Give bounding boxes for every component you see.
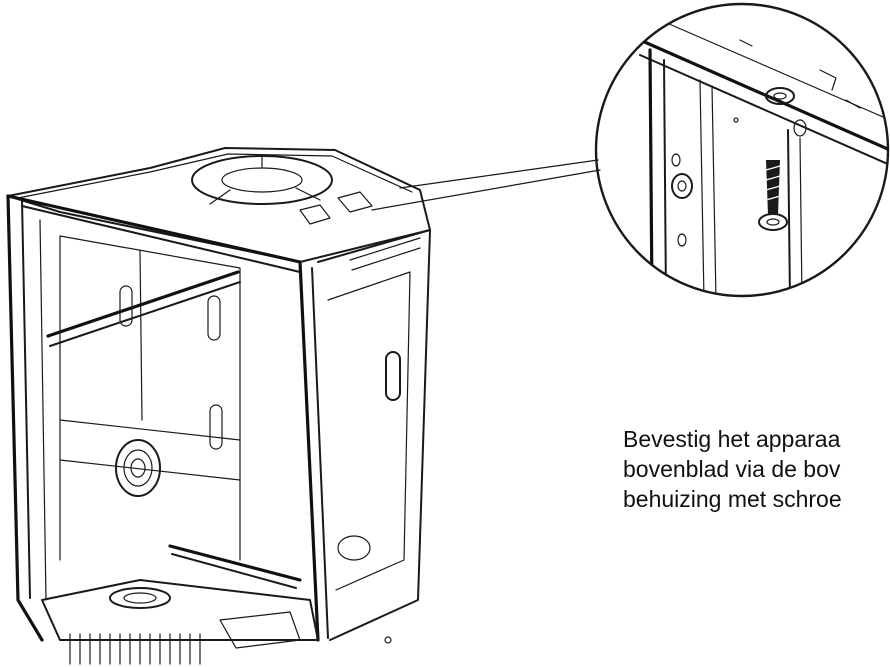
bottom-grille bbox=[69, 633, 201, 665]
callout-leader-lines bbox=[371, 159, 601, 211]
zoom-detail-circle bbox=[594, 2, 890, 298]
dishwasher-tub bbox=[6, 147, 431, 665]
instruction-line-1: Bevestig het apparaa bbox=[623, 426, 841, 452]
instruction-line-3: behuizing met schroe bbox=[623, 486, 842, 512]
instruction-line-2: bovenblad via de bov bbox=[623, 456, 841, 482]
screw-icon bbox=[758, 160, 788, 231]
instruction-text: Bevestig het apparaa bovenblad via de bo… bbox=[623, 424, 890, 514]
